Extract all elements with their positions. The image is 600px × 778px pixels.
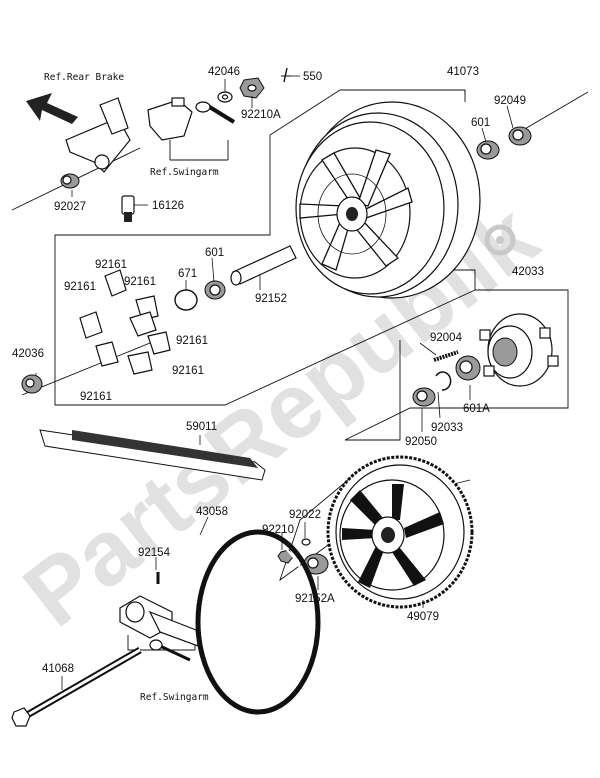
circlip-671 <box>174 289 198 311</box>
part-label-92161-d: 92161 <box>176 335 208 347</box>
belt-guard-43058 <box>195 529 321 715</box>
part-label-92161-c: 92161 <box>64 281 96 293</box>
rear-wheel-41073 <box>295 101 481 299</box>
collar-92152A <box>303 553 329 575</box>
damper-rubbers-92161 <box>79 269 171 375</box>
ref-rear-brake-label: Ref.Rear Brake <box>44 72 124 83</box>
part-label-92033: 92033 <box>431 422 463 434</box>
part-label-601A: 601A <box>463 403 490 415</box>
part-label-42036: 42036 <box>12 348 44 360</box>
stud-92004 <box>433 350 459 362</box>
bolt-swingarm <box>195 101 236 124</box>
brake-bracket <box>65 97 193 173</box>
part-label-550: 550 <box>303 71 322 83</box>
bolt-92022 <box>301 538 311 546</box>
part-label-92027: 92027 <box>54 201 86 213</box>
seal-92049 <box>508 126 532 146</box>
part-label-92152A: 92152A <box>295 593 335 605</box>
pulley-49079 <box>326 455 474 609</box>
ref-swingarm-bottom-label: Ref.Swingarm <box>140 692 209 703</box>
collar-92027 <box>60 173 80 189</box>
direction-arrow-icon <box>26 93 78 124</box>
axle-41068 <box>11 646 142 727</box>
part-label-92161-f: 92161 <box>80 391 112 403</box>
gear-watermark-icon <box>484 224 516 256</box>
part-label-92004: 92004 <box>430 332 463 344</box>
part-label-92049: 92049 <box>494 95 526 107</box>
part-label-92154: 92154 <box>138 547 171 559</box>
collar-92152 <box>230 245 297 286</box>
valve-16126 <box>121 195 135 222</box>
nut-92210A <box>239 77 265 99</box>
part-label-601-mid: 601 <box>205 247 224 259</box>
part-label-59011: 59011 <box>186 421 217 433</box>
part-label-16126: 16126 <box>152 200 184 212</box>
part-label-92210A: 92210A <box>241 109 281 121</box>
collar-42036 <box>21 374 43 394</box>
part-label-92050: 92050 <box>405 436 437 448</box>
part-label-92152: 92152 <box>255 293 287 305</box>
leader-lines <box>35 75 514 690</box>
part-label-92161-a: 92161 <box>95 259 127 271</box>
part-label-92210: 92210 <box>262 524 294 536</box>
circlip-92033 <box>435 371 452 391</box>
seal-92050 <box>412 387 436 407</box>
part-label-92022: 92022 <box>289 509 321 521</box>
bearing-601A <box>455 355 481 381</box>
part-label-92161-b: 92161 <box>124 276 156 288</box>
drive-belt-59011 <box>39 429 266 481</box>
ref-swingarm-top-label: Ref.Swingarm <box>150 167 219 178</box>
nut-92210 <box>277 549 294 564</box>
bearing-601-mid <box>204 280 226 300</box>
coupling-42033 <box>479 313 559 387</box>
part-label-671: 671 <box>178 268 197 280</box>
part-label-92161-e: 92161 <box>172 365 204 377</box>
bearing-601-top <box>476 140 500 160</box>
washer-42046 <box>217 91 233 103</box>
part-label-42046: 42046 <box>208 66 240 78</box>
part-label-41073: 41073 <box>447 66 479 78</box>
part-label-49079: 49079 <box>407 611 439 623</box>
part-label-42033: 42033 <box>512 266 544 278</box>
pin-550 <box>281 67 291 83</box>
part-label-41068: 41068 <box>42 663 74 675</box>
chain-adjuster <box>119 595 199 662</box>
part-label-43058: 43058 <box>196 506 228 518</box>
part-label-601-top: 601 <box>471 117 490 129</box>
